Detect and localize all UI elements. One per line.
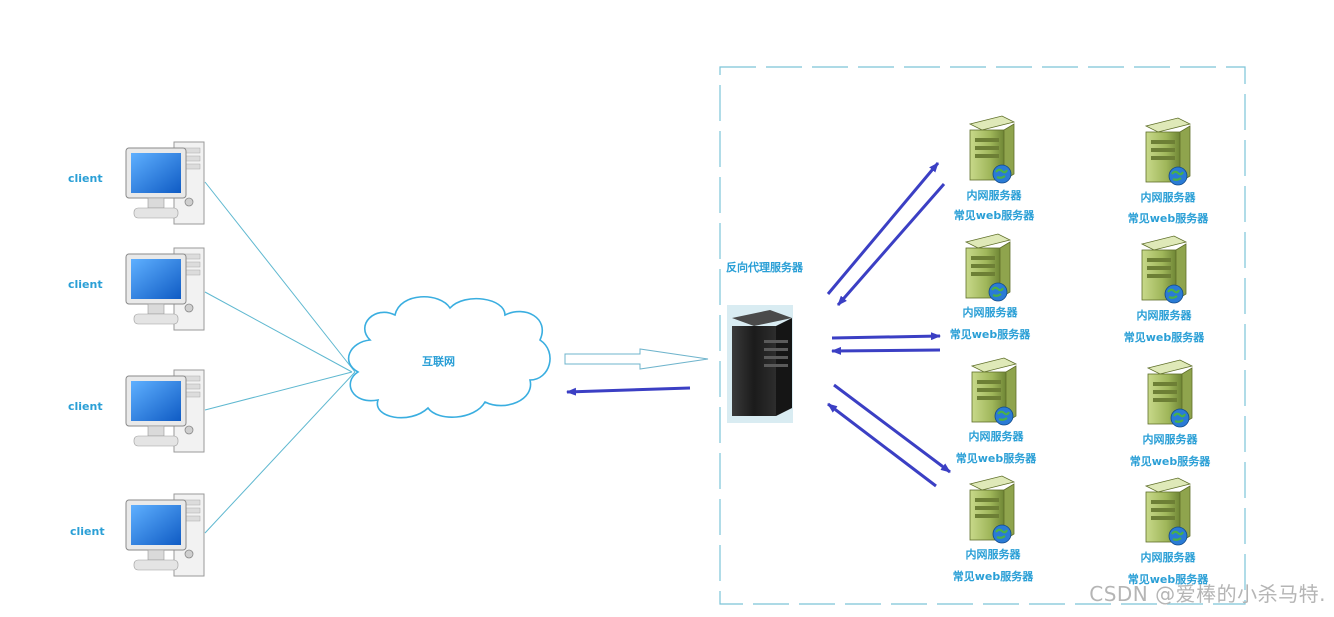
server-label-line2: 常见web服务器 <box>1127 573 1209 586</box>
proxy-label: 反向代理服务器 <box>726 261 803 274</box>
internet-cloud-icon <box>347 296 551 419</box>
client-computer-icon <box>125 493 205 577</box>
server-label-line2: 常见web服务器 <box>1123 331 1205 344</box>
web-server-icon <box>970 356 1018 427</box>
server-label-line2: 常见web服务器 <box>953 209 1035 222</box>
web-server-icon <box>1140 234 1188 305</box>
server-label-line1: 内网服务器 <box>1140 191 1196 204</box>
server-label-line1: 内网服务器 <box>1136 309 1192 322</box>
server-label-line2: 常见web服务器 <box>955 452 1037 465</box>
web-server-icon <box>1144 476 1192 547</box>
internet-label: 互联网 <box>422 355 455 368</box>
web-server-icon <box>1146 358 1194 429</box>
client-computer-icon <box>125 141 205 225</box>
server-label-line2: 常见web服务器 <box>1127 212 1209 225</box>
reverse-proxy-server-icon <box>727 305 793 423</box>
server-label-line1: 内网服务器 <box>1140 551 1196 564</box>
server-label-line1: 内网服务器 <box>965 548 1021 561</box>
data-center-boundary <box>719 66 1246 605</box>
client-label: client <box>68 400 103 413</box>
proxy-to-internet-arrow <box>566 386 691 396</box>
server-label-line1: 内网服务器 <box>968 430 1024 443</box>
server-label-line2: 常见web服务器 <box>1129 455 1211 468</box>
client-label: client <box>70 525 105 538</box>
server-label-line1: 内网服务器 <box>1142 433 1198 446</box>
web-server-icon <box>964 232 1012 303</box>
web-server-icon <box>968 114 1016 185</box>
client-connectors <box>204 181 356 534</box>
web-server-icon <box>968 474 1016 545</box>
client-label: client <box>68 278 103 291</box>
server-label-line2: 常见web服务器 <box>952 570 1034 583</box>
backend-arrows <box>826 162 951 488</box>
client-computer-icon <box>125 247 205 331</box>
watermark-text: CSDN @爱棒的小杀马特. <box>1089 582 1326 606</box>
client-label: client <box>68 172 103 185</box>
web-server-icon <box>1144 116 1192 187</box>
client-computer-icon <box>125 369 205 453</box>
server-label-line1: 内网服务器 <box>962 306 1018 319</box>
internet-to-proxy-arrow <box>564 348 709 370</box>
server-label-line1: 内网服务器 <box>966 189 1022 202</box>
server-label-line2: 常见web服务器 <box>949 328 1031 341</box>
